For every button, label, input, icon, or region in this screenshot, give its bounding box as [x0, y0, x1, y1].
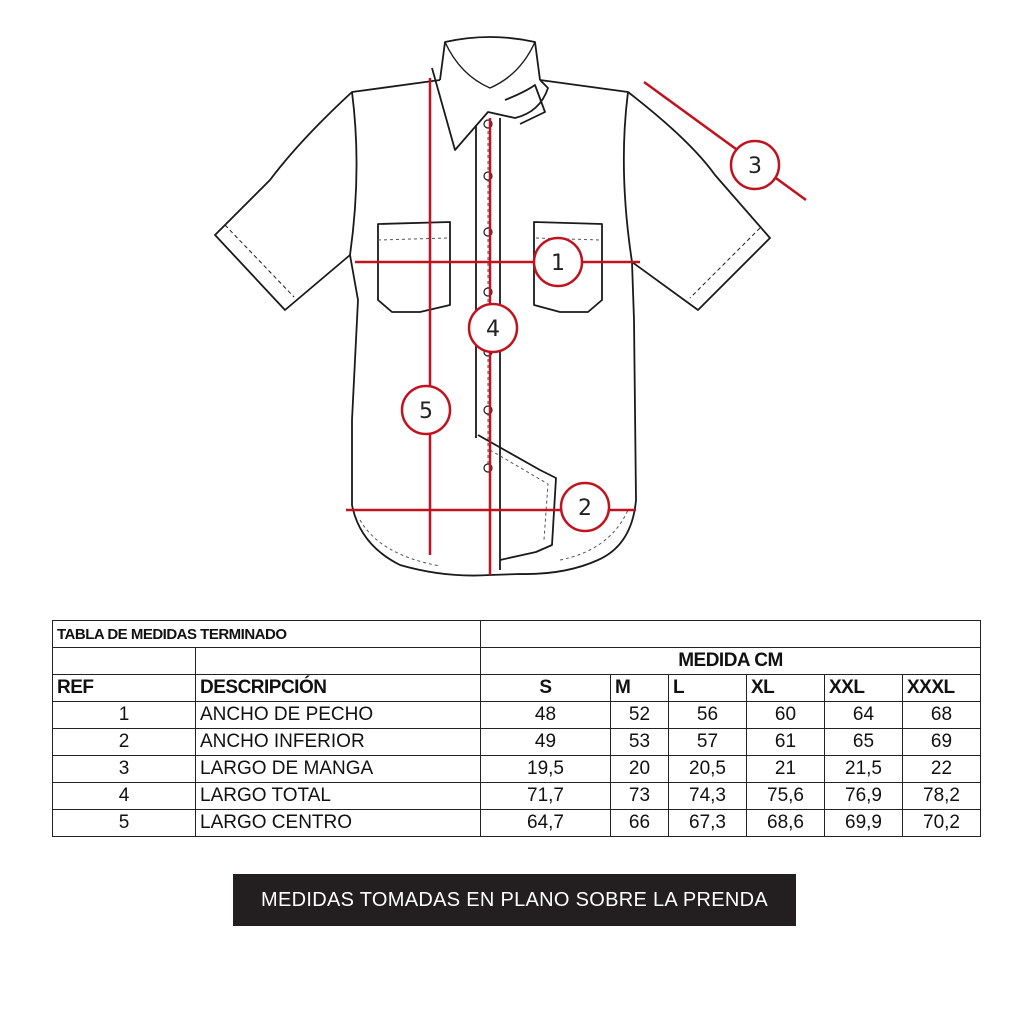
row-value: 60 [746, 701, 825, 729]
callout-1: 1 [532, 236, 584, 288]
row-value: 56 [668, 701, 747, 729]
size-header: XL [746, 674, 825, 702]
row-ref: 4 [52, 782, 196, 810]
row-ref: 3 [52, 755, 196, 783]
table-row: 4 LARGO TOTAL 71,7 73 74,3 75,6 76,9 78,… [52, 782, 981, 810]
svg-text:1: 1 [551, 251, 565, 276]
row-ref: 5 [52, 809, 196, 837]
table-row: 3 LARGO DE MANGA 19,5 20 20,5 21 21,5 22 [52, 755, 981, 783]
row-description: ANCHO INFERIOR [195, 728, 481, 756]
shirt-outline [214, 36, 771, 577]
row-value: 69,9 [824, 809, 903, 837]
row-value: 64,7 [480, 809, 611, 837]
table-row: 5 LARGO CENTRO 64,7 66 67,3 68,6 69,9 70… [52, 809, 981, 837]
row-ref: 2 [52, 728, 196, 756]
table-header-row: REF DESCRIPCIÓN S M L XL XXL XXXL [52, 674, 981, 702]
col-description-header: DESCRIPCIÓN [195, 674, 481, 702]
table-title-row: TABLA DE MEDIDAS TERMINADO [52, 620, 981, 648]
callout-3: 3 [729, 139, 781, 191]
row-value: 65 [824, 728, 903, 756]
callout-2: 2 [559, 481, 611, 533]
row-value: 74,3 [668, 782, 747, 810]
row-value: 75,6 [746, 782, 825, 810]
size-header: S [480, 674, 611, 702]
size-header: XXXL [902, 674, 981, 702]
row-value: 70,2 [902, 809, 981, 837]
row-value: 49 [480, 728, 611, 756]
row-value: 21,5 [824, 755, 903, 783]
row-value: 78,2 [902, 782, 981, 810]
row-value: 20 [610, 755, 669, 783]
measure-line-sleeve [643, 80, 807, 202]
size-header: L [668, 674, 747, 702]
col-ref-header: REF [52, 674, 196, 702]
table-row: 2 ANCHO INFERIOR 49 53 57 61 65 69 [52, 728, 981, 756]
table-unit-row: MEDIDA CM [52, 647, 981, 675]
table-title: TABLA DE MEDIDAS TERMINADO [52, 620, 481, 648]
size-header: XXL [824, 674, 903, 702]
row-ref: 1 [52, 701, 196, 729]
svg-text:5: 5 [419, 399, 433, 424]
size-chart-table: TABLA DE MEDIDAS TERMINADO MEDIDA CM REF… [52, 620, 981, 837]
callout-4: 4 [467, 302, 519, 354]
table-row: 1 ANCHO DE PECHO 48 52 56 60 64 68 [52, 701, 981, 729]
row-description: LARGO TOTAL [195, 782, 481, 810]
row-value: 69 [902, 728, 981, 756]
row-value: 20,5 [668, 755, 747, 783]
row-value: 66 [610, 809, 669, 837]
measurement-note-banner: MEDIDAS TOMADAS EN PLANO SOBRE LA PRENDA [233, 874, 796, 926]
row-description: LARGO CENTRO [195, 809, 481, 837]
row-value: 73 [610, 782, 669, 810]
row-description: ANCHO DE PECHO [195, 701, 481, 729]
row-value: 21 [746, 755, 825, 783]
svg-text:2: 2 [578, 496, 592, 521]
row-value: 71,7 [480, 782, 611, 810]
callouts: 1 2 3 4 5 [400, 139, 781, 533]
row-value: 57 [668, 728, 747, 756]
shirt-measurement-diagram: 1 2 3 4 5 [214, 36, 807, 577]
row-value: 68 [902, 701, 981, 729]
row-value: 53 [610, 728, 669, 756]
row-value: 52 [610, 701, 669, 729]
row-value: 64 [824, 701, 903, 729]
row-value: 67,3 [668, 809, 747, 837]
svg-text:4: 4 [486, 317, 500, 342]
row-value: 76,9 [824, 782, 903, 810]
row-value: 22 [902, 755, 981, 783]
svg-text:3: 3 [748, 154, 762, 179]
callout-5: 5 [400, 384, 452, 436]
row-value: 48 [480, 701, 611, 729]
row-value: 68,6 [746, 809, 825, 837]
row-description: LARGO DE MANGA [195, 755, 481, 783]
unit-header: MEDIDA CM [480, 647, 981, 675]
row-value: 61 [746, 728, 825, 756]
row-value: 19,5 [480, 755, 611, 783]
size-header: M [610, 674, 669, 702]
